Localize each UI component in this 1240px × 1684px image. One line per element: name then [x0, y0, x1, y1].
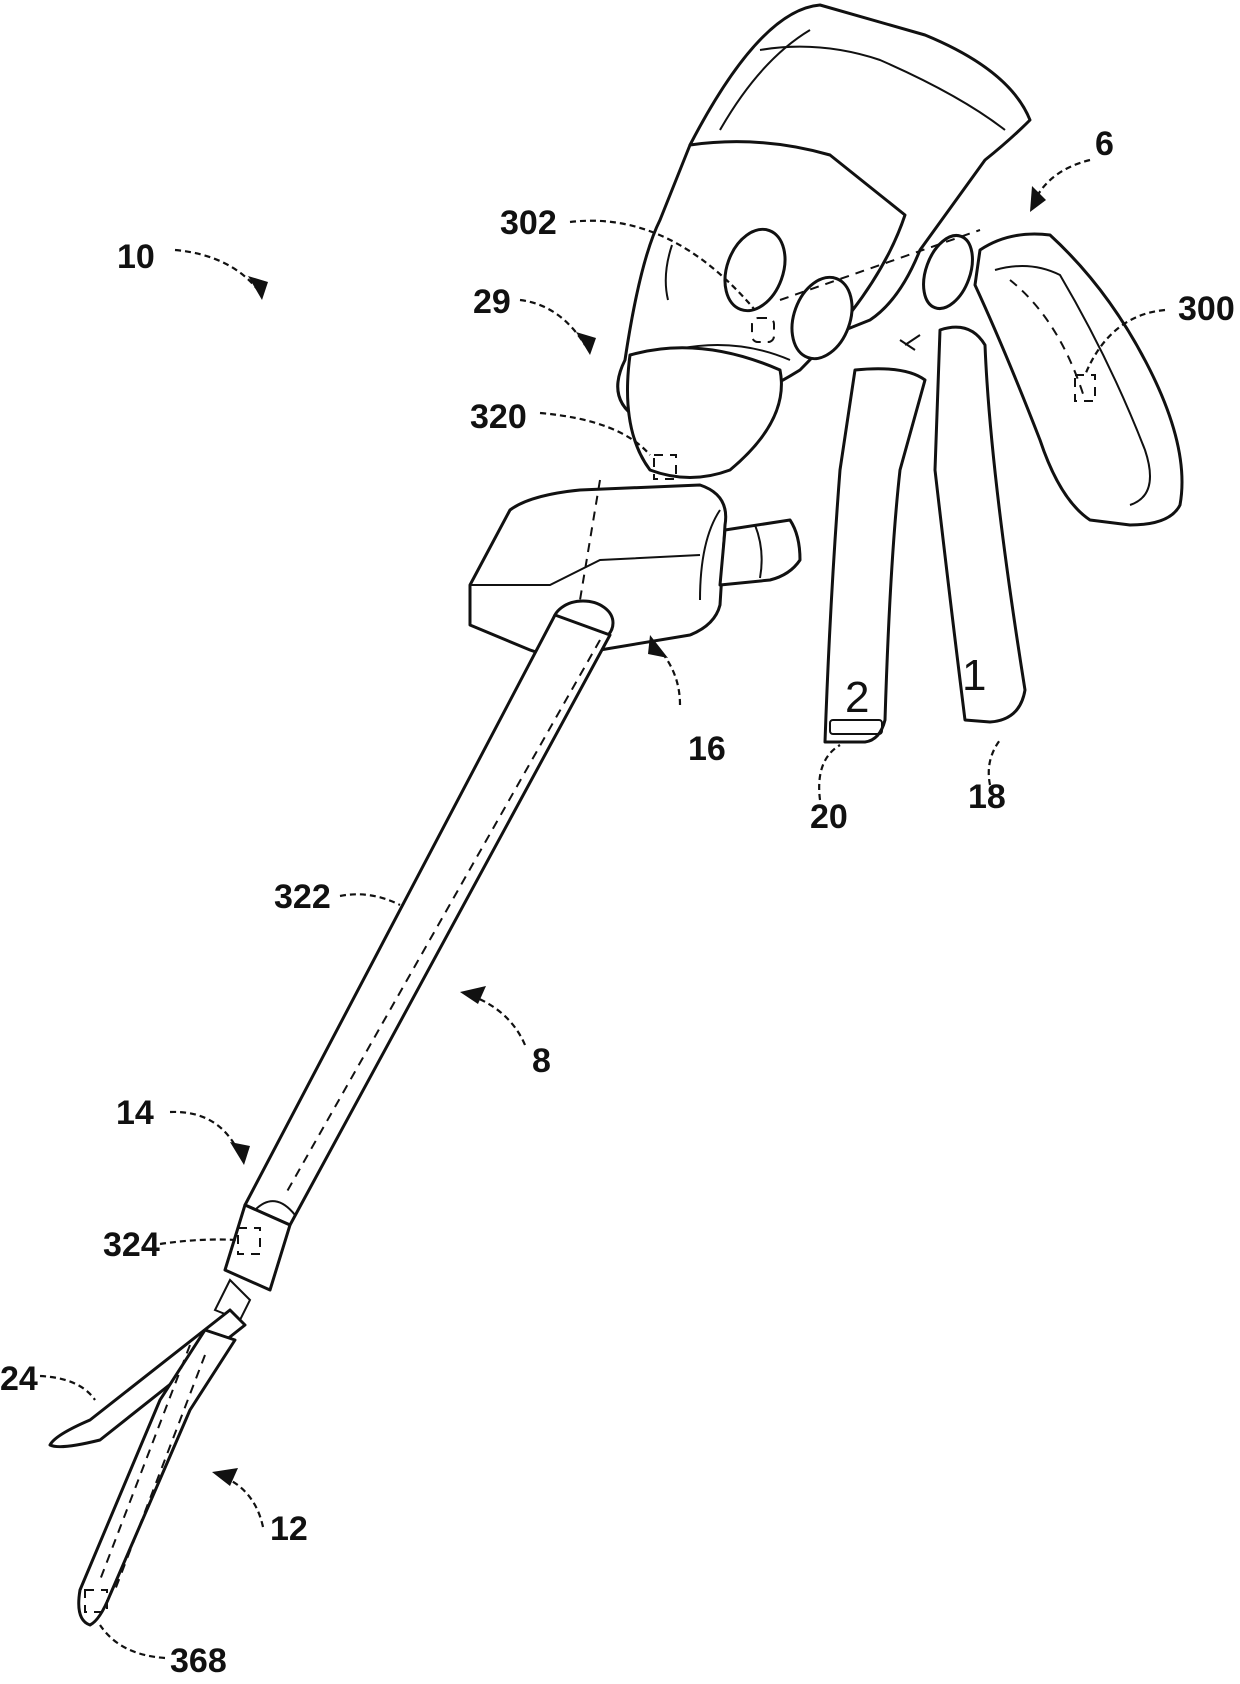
rotation-cone [628, 348, 782, 478]
ref-322: 322 [274, 878, 331, 916]
ref-16: 16 [688, 730, 726, 768]
pistol-grip [975, 234, 1182, 525]
ref-10: 10 [117, 238, 155, 276]
ref-18: 18 [968, 778, 1006, 816]
ref-12: 12 [270, 1510, 308, 1548]
triggers: 2 1 [825, 327, 1025, 742]
ref-302: 302 [500, 204, 557, 242]
ref-20: 20 [810, 798, 848, 836]
ref-300: 300 [1178, 290, 1235, 328]
closure-trigger-20 [825, 369, 925, 742]
ref-6: 6 [1095, 125, 1114, 163]
firing-trigger-marking: 1 [962, 651, 986, 700]
end-effector [50, 1310, 245, 1625]
ref-24: 24 [0, 1360, 38, 1398]
shaft-body [245, 615, 610, 1225]
ref-29: 29 [473, 283, 511, 321]
ref-324: 324 [103, 1226, 160, 1264]
ref-320: 320 [470, 398, 527, 436]
ref-14: 14 [116, 1094, 154, 1132]
closure-trigger-marking: 2 [845, 673, 869, 722]
ref-8: 8 [532, 1042, 551, 1080]
rotation-knob-assembly [470, 485, 800, 655]
ref-368: 368 [170, 1642, 227, 1679]
leader-lines [40, 160, 1165, 1658]
